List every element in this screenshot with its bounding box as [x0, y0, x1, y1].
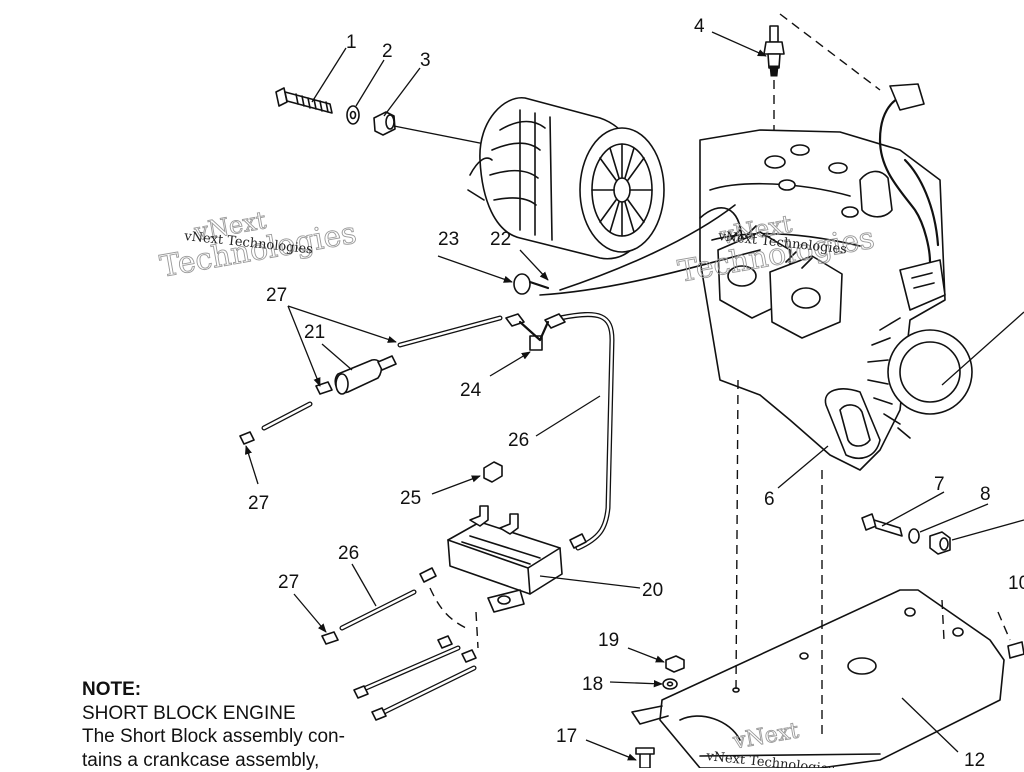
callout-23: 23 — [438, 229, 459, 250]
part-24-tee-fitting — [506, 314, 565, 350]
callout-7: 7 — [934, 474, 945, 495]
callout-21: 21 — [304, 322, 325, 343]
callout-17: 17 — [556, 726, 577, 747]
part-21-fuel-filter — [316, 356, 396, 394]
callout-8: 8 — [980, 484, 991, 505]
part-8-bushing — [930, 532, 950, 554]
note-box: NOTE: SHORT BLOCK ENGINE The Short Block… — [82, 678, 412, 772]
note-line-1: The Short Block assembly con- — [82, 725, 412, 749]
part-22-cable-clip — [514, 274, 548, 294]
callout-22: 22 — [490, 229, 511, 250]
fuel-hose-26 — [400, 314, 612, 548]
callout-20: 20 — [642, 580, 663, 601]
callout-3: 3 — [420, 50, 431, 71]
part-20-fuel-pump — [420, 506, 586, 612]
callout-27-middle: 27 — [248, 493, 269, 514]
callout-24: 24 — [460, 380, 482, 401]
callout-4: 4 — [694, 16, 705, 37]
lower-hose-26 — [322, 592, 414, 644]
callout-2: 2 — [382, 41, 393, 62]
callout-19: 19 — [598, 630, 619, 651]
part-17-bolt — [636, 748, 654, 768]
engine-block — [700, 130, 972, 470]
callout-26-lower: 26 — [338, 543, 359, 564]
callout-18: 18 — [582, 674, 603, 695]
part-1-bolt — [276, 88, 332, 113]
part-7-bolt — [862, 514, 919, 543]
note-line-2: tains a crankcase assembly, — [82, 749, 412, 772]
callout-27-bottom: 27 — [278, 572, 299, 593]
callout-1: 1 — [346, 32, 357, 53]
part-2-washer — [347, 106, 359, 124]
note-heading: SHORT BLOCK ENGINE — [82, 702, 412, 726]
part-25-nut — [484, 462, 502, 482]
callout-6: 6 — [764, 489, 775, 510]
callout-26-upper: 26 — [508, 430, 529, 451]
short-hose-27 — [240, 404, 310, 444]
part-18-washer — [663, 679, 677, 689]
part-12-engine-plate — [632, 590, 1004, 768]
part-4-spark-plug — [764, 26, 784, 76]
callout-10: 10 — [1008, 573, 1024, 594]
callout-27-top: 27 — [266, 285, 287, 306]
note-title: NOTE: — [82, 678, 412, 702]
callout-12: 12 — [964, 750, 985, 768]
part-19-nut — [666, 656, 684, 672]
callout-25: 25 — [400, 488, 421, 509]
